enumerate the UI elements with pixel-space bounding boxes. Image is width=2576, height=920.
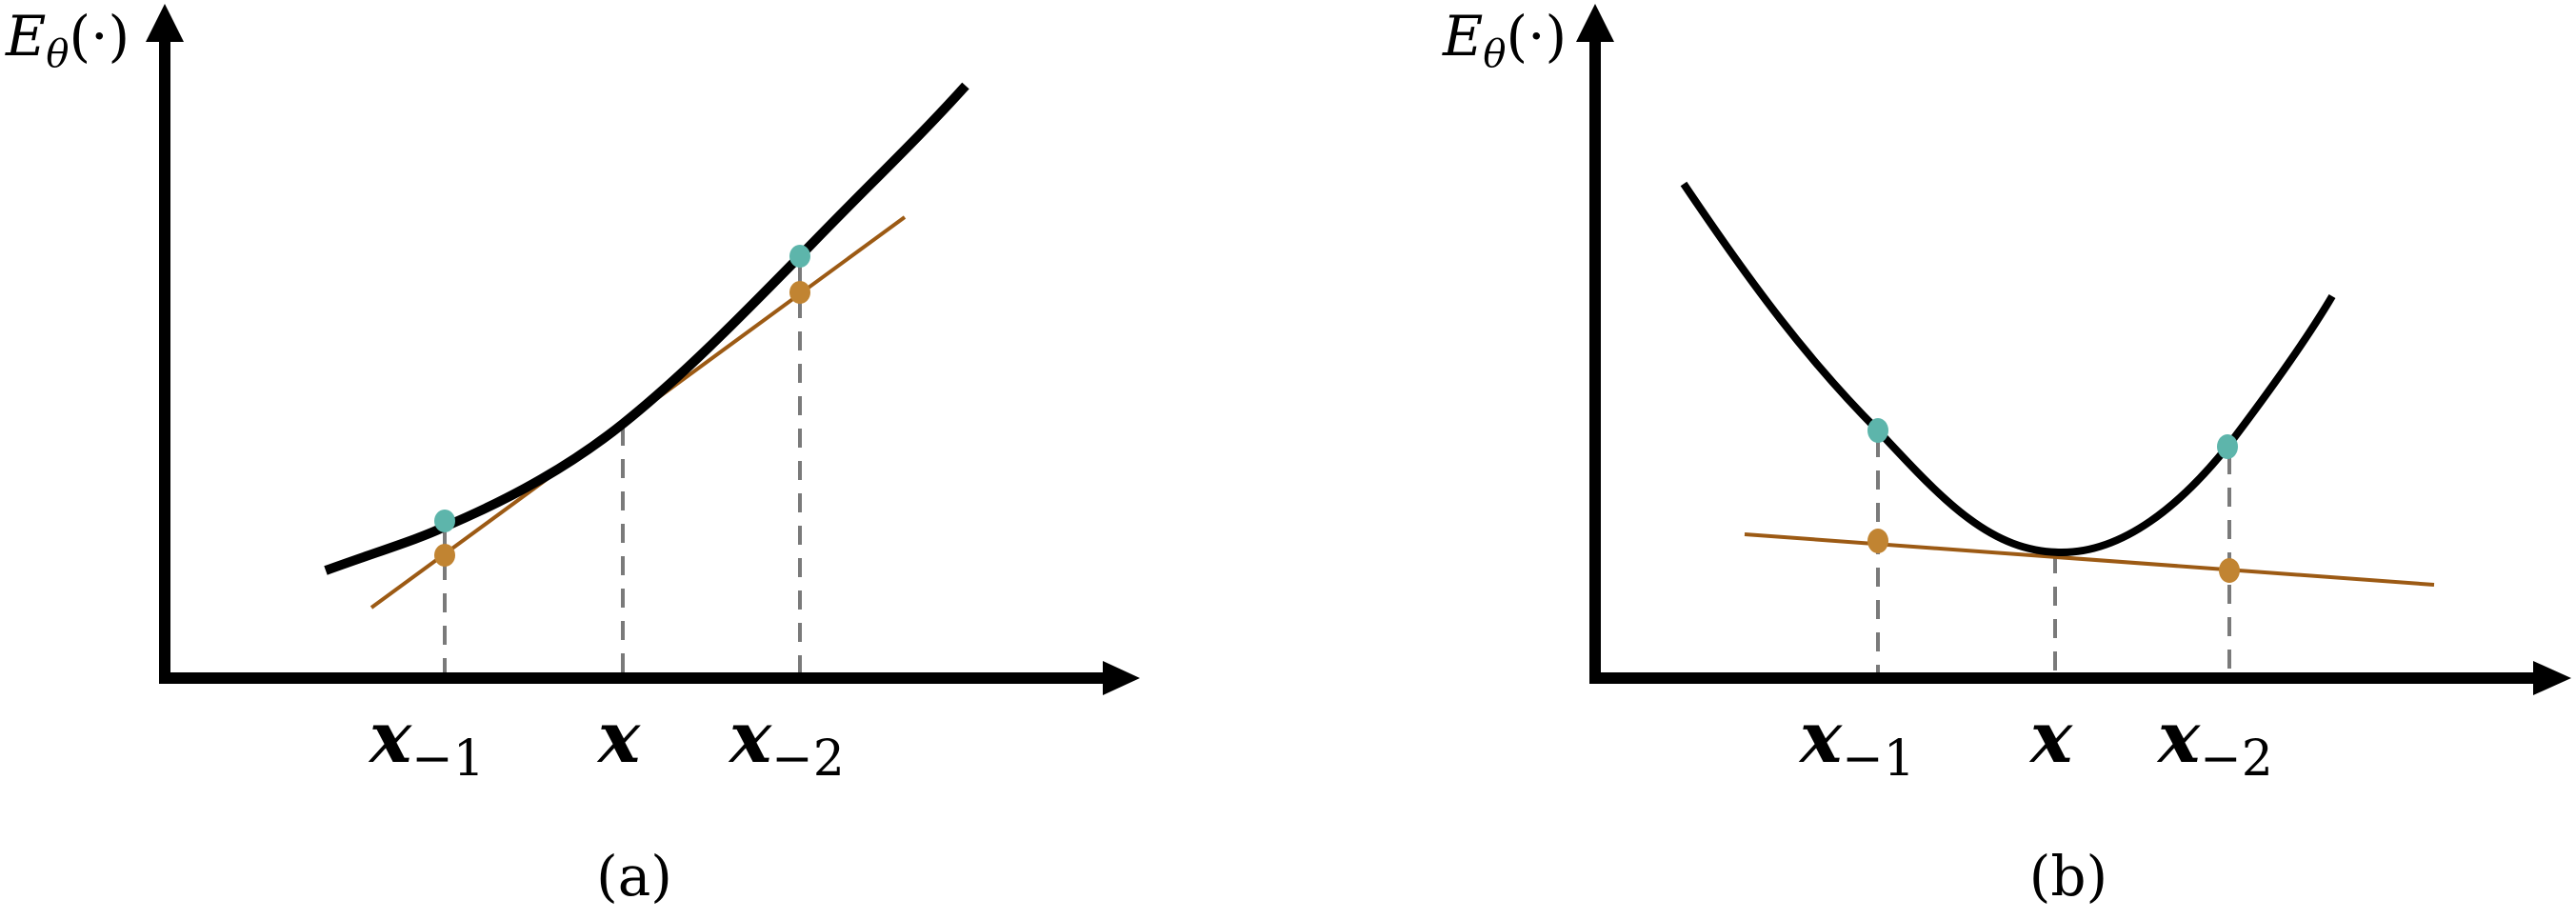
- energy-curve: [324, 82, 969, 575]
- y-axis-label: Eθ(·): [5, 4, 130, 76]
- curve-point-x-minus-1: [434, 510, 455, 532]
- curve-point-x-minus-2: [789, 245, 810, 268]
- tangent-line: [1744, 532, 2435, 587]
- x-axis-arrow-icon: [2533, 661, 2571, 695]
- caption-a: (a): [596, 844, 672, 909]
- x-label-x-minus-2: x−2: [2156, 697, 2273, 788]
- y-axis-arrow-icon: [1576, 4, 1614, 42]
- caption-b: (b): [2029, 844, 2107, 909]
- y-axis-label: Eθ(·): [1442, 4, 1567, 76]
- tangent-point-x-minus-1: [434, 544, 455, 567]
- panel-b: Eθ(·) x−1 x x−2 (b): [1442, 4, 2571, 909]
- tangent-point-x-minus-1: [1867, 529, 1888, 553]
- curve-point-x-minus-1: [1867, 418, 1888, 443]
- x-label-x-minus-1: x−1: [1798, 697, 1915, 788]
- x-label-x-minus-1: x−1: [368, 697, 485, 788]
- x-axis-arrow-icon: [1103, 661, 1140, 695]
- x-label-x-minus-2: x−2: [728, 697, 845, 788]
- x-label-x: x: [2028, 697, 2073, 779]
- curve-point-x-minus-2: [2217, 434, 2238, 459]
- y-axis-arrow-icon: [146, 4, 184, 42]
- x-label-x: x: [596, 697, 641, 779]
- tangent-point-x-minus-2: [789, 281, 810, 304]
- panel-a: Eθ(·) x−1 x x−2 (a): [5, 4, 1140, 909]
- tangent-point-x-minus-2: [2219, 558, 2240, 583]
- energy-curve: [1680, 181, 2336, 557]
